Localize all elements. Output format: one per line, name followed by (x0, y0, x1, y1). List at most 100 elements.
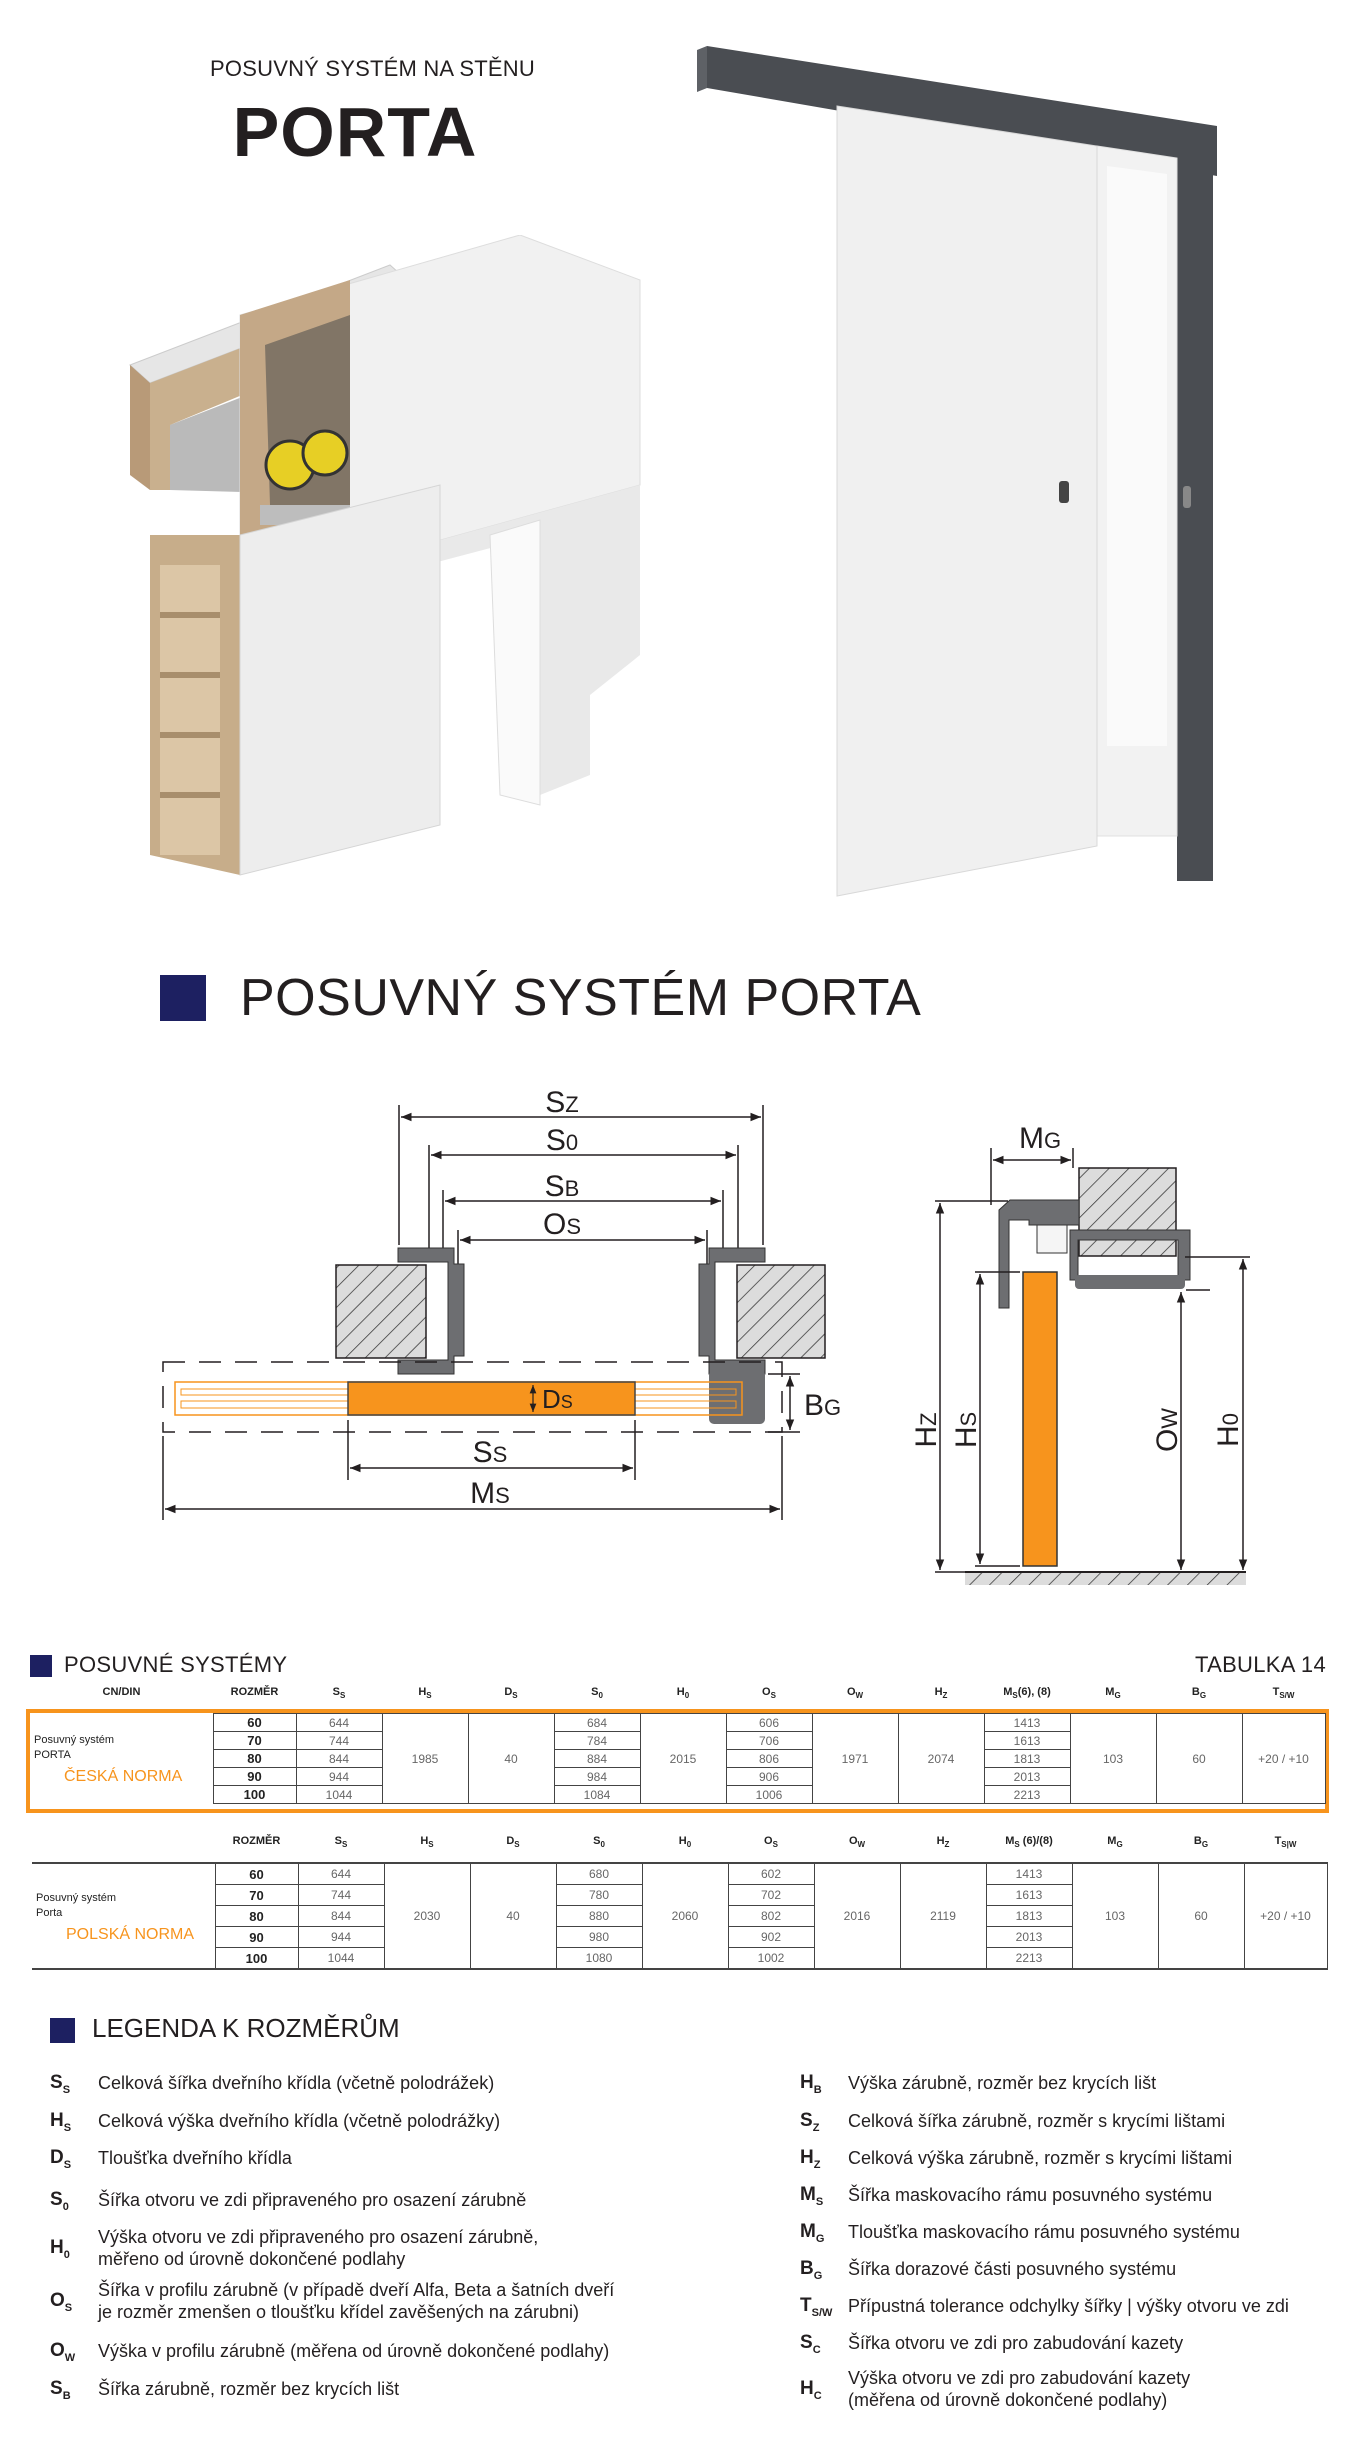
cell-ms: 1613 (985, 1884, 1073, 1906)
legend-text: Tloušťka maskovacího rámu posuvného syst… (848, 2222, 1240, 2242)
tables-marker-icon (30, 1655, 52, 1677)
legend-text: Šířka zárubně, rozměr bez krycích lišt (98, 2379, 400, 2399)
legend-symbol: HC (800, 2378, 822, 2402)
cell-s0: 980 (555, 1926, 643, 1948)
legend-symbol: H0 (50, 2237, 70, 2261)
frame-cutaway-illustration (129, 235, 641, 876)
norm-label: POLSKÁ NORMA (66, 1925, 195, 1943)
legend-text: Výška zárubně, rozměr bez krycích lišt (848, 2073, 1157, 2093)
section-marker-icon (160, 975, 206, 1021)
label-s0: S0 (546, 1124, 578, 1157)
cell-rozmer: 70 (214, 1884, 299, 1906)
cell-h0: 2015 (639, 1713, 727, 1804)
system-model: Porta (36, 1906, 63, 1919)
cell-h0: 2060 (641, 1862, 729, 1970)
cell-os: 706 (725, 1731, 813, 1750)
cell-ss: 944 (295, 1767, 383, 1786)
legend-symbol: SZ (800, 2110, 820, 2134)
column-header: MG (1105, 1686, 1121, 1701)
legend-text: Šířka maskovacího rámu posuvného systému (848, 2185, 1213, 2205)
legend-symbol: HZ (800, 2147, 821, 2171)
cell-ss: 744 (295, 1731, 383, 1750)
cell-tsw: +20 / +10 (1243, 1862, 1328, 1970)
column-header: H0 (678, 1835, 692, 1850)
cell-bg: 60 (1157, 1862, 1245, 1970)
cell-hs: 1985 (381, 1713, 469, 1804)
cell-tsw: +20 / +10 (1241, 1713, 1326, 1804)
label-h0: H0 (1212, 1413, 1245, 1447)
label-ds: DS (542, 1384, 573, 1414)
column-header: ROZMĚR (232, 1835, 281, 1847)
column-header: OS (762, 1686, 776, 1701)
label-ss: SS (473, 1436, 508, 1469)
label-sb: SB (545, 1170, 580, 1203)
legend-symbol: TS/W (800, 2295, 833, 2319)
cell-os: 606 (725, 1713, 813, 1732)
cell-os: 806 (725, 1749, 813, 1768)
cell-ms: 1813 (983, 1749, 1071, 1768)
legend-text: Přípustná tolerance odchylky šířky | výš… (848, 2296, 1289, 2316)
cell-s0: 884 (553, 1749, 641, 1768)
cell-ow: 2016 (813, 1862, 901, 1970)
legend-text: Výška v profilu zárubně (měřena od úrovn… (98, 2341, 610, 2361)
label-hs: HS (950, 1412, 983, 1448)
legend-text: (měřena od úrovně dokončené podlahy) (848, 2390, 1168, 2410)
cell-hz: 2074 (897, 1713, 985, 1804)
cell-s0: 684 (553, 1713, 641, 1732)
column-header: DS (504, 1686, 518, 1701)
legend-text: měřeno od úrovně dokončené podlahy (98, 2249, 406, 2269)
cell-s0: 984 (553, 1767, 641, 1786)
cell-ms: 2013 (983, 1767, 1071, 1786)
cell-os: 702 (727, 1884, 815, 1906)
cell-ss: 1044 (297, 1947, 385, 1970)
cell-rozmer: 70 (212, 1731, 297, 1750)
cell-mg: 103 (1069, 1713, 1157, 1804)
legend-symbol: OW (50, 2340, 76, 2364)
legend-text: Výška otvoru ve zdi připraveného pro osa… (98, 2227, 539, 2247)
cell-rozmer: 60 (212, 1713, 297, 1732)
cell-s0: 1080 (555, 1947, 643, 1970)
cell-os: 602 (727, 1862, 815, 1885)
legend-text: Celková výška zárubně, rozměr s krycími … (848, 2148, 1233, 2168)
cell-ms: 1413 (983, 1713, 1071, 1732)
column-header: HZ (934, 1686, 948, 1701)
cell-s0: 880 (555, 1905, 643, 1927)
column-header: MG (1107, 1835, 1123, 1850)
column-header: BG (1191, 1686, 1207, 1701)
tables-heading: POSUVNÉ SYSTÉMY (64, 1652, 288, 1677)
column-header: MS(6), (8) (1003, 1686, 1051, 1701)
cell-s0: 784 (553, 1731, 641, 1750)
cell-ms: 2213 (983, 1785, 1071, 1804)
technical-diagrams: SZ S0 SB OS DS BG SS MS (162, 1086, 1250, 1585)
norm-label: ČESKÁ NORMA (64, 1768, 183, 1785)
table-number: TABULKA 14 (1195, 1652, 1326, 1677)
label-bg: BG (804, 1389, 841, 1422)
column-header: SS (332, 1686, 346, 1701)
legend-symbol: MS (800, 2184, 824, 2208)
column-header: MS (6)/(8) (1005, 1835, 1053, 1850)
column-header: S0 (593, 1835, 605, 1850)
legend-text: Šířka otvoru ve zdi připraveného pro osa… (98, 2190, 527, 2210)
section-title: POSUVNÝ SYSTÉM PORTA (240, 969, 922, 1027)
legend-symbol: DS (50, 2147, 72, 2171)
label-hz: HZ (910, 1412, 943, 1447)
legend-text: Celková šířka dveřního křídla (včetně po… (98, 2073, 495, 2093)
legend-symbol: SC (800, 2332, 821, 2356)
legend-symbol: BG (800, 2258, 823, 2282)
column-header: HZ (936, 1835, 950, 1850)
cell-ms: 1813 (985, 1905, 1073, 1927)
cell-rozmer: 90 (214, 1926, 299, 1948)
label-mg: MG (1019, 1122, 1061, 1155)
legend-text: Šířka otvoru ve zdi pro zabudování kazet… (848, 2333, 1184, 2353)
cell-hz: 2119 (899, 1862, 987, 1970)
label-ow: OW (1151, 1408, 1184, 1452)
cell-hs: 2030 (383, 1862, 471, 1970)
cell-ss: 644 (295, 1713, 383, 1732)
label-ms: MS (470, 1477, 510, 1510)
